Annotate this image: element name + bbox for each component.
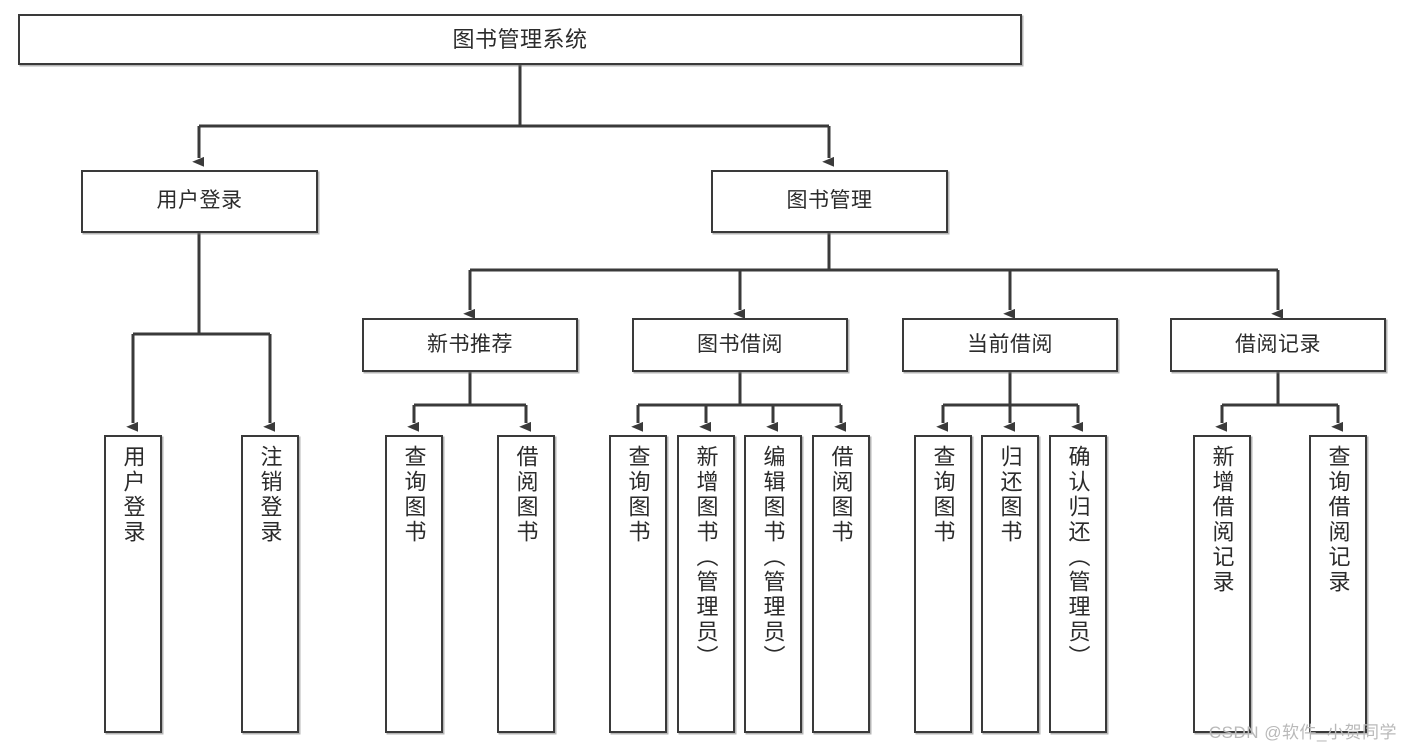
leaf-borrow-record-add-record[interactable]: 新增借阅记录	[1193, 435, 1251, 733]
leaf-new-book-borrow-book[interactable]: 借阅图书	[497, 435, 555, 733]
node-label: 借阅记录	[1235, 332, 1321, 356]
leaf-book-borrow-edit-book-admin[interactable]: 编辑图书（管理员）	[744, 435, 802, 733]
node-label: 查询图书	[930, 445, 956, 545]
leaf-user-login-login[interactable]: 用户登录	[104, 435, 162, 733]
node-label: 图书管理	[786, 189, 873, 213]
node-label: 当前借阅	[967, 332, 1053, 356]
node-new-book-recommend[interactable]: 新书推荐	[362, 318, 578, 372]
leaf-current-borrow-return-book[interactable]: 归还图书	[981, 435, 1039, 733]
node-root-book-management-system[interactable]: 图书管理系统	[18, 14, 1022, 65]
node-label: 查询借阅记录	[1325, 445, 1351, 595]
node-label: 借阅图书	[513, 445, 539, 545]
node-book-management[interactable]: 图书管理	[711, 170, 948, 233]
node-label: 查询图书	[625, 445, 651, 545]
node-label: 查询图书	[401, 445, 427, 545]
leaf-borrow-record-query-record[interactable]: 查询借阅记录	[1309, 435, 1367, 733]
node-label: 归还图书	[997, 445, 1023, 545]
leaf-user-login-logout[interactable]: 注销登录	[241, 435, 299, 733]
leaf-new-book-query-book[interactable]: 查询图书	[385, 435, 443, 733]
node-label: 图书借阅	[697, 332, 783, 356]
leaf-book-borrow-add-book-admin[interactable]: 新增图书（管理员）	[677, 435, 735, 733]
leaf-current-borrow-confirm-return-admin[interactable]: 确认归还（管理员）	[1049, 435, 1107, 733]
node-label: 图书管理系统	[452, 26, 588, 52]
leaf-book-borrow-query-book[interactable]: 查询图书	[609, 435, 667, 733]
leaf-current-borrow-query-book[interactable]: 查询图书	[914, 435, 972, 733]
node-label: 注销登录	[257, 445, 283, 545]
node-book-borrow[interactable]: 图书借阅	[632, 318, 848, 372]
node-current-borrow[interactable]: 当前借阅	[902, 318, 1118, 372]
node-label: 用户登录	[156, 189, 243, 213]
leaf-book-borrow-borrow-book[interactable]: 借阅图书	[812, 435, 870, 733]
node-label: 编辑图书（管理员）	[760, 445, 786, 670]
node-borrow-record[interactable]: 借阅记录	[1170, 318, 1386, 372]
node-label: 新增图书（管理员）	[693, 445, 719, 670]
node-label: 新书推荐	[427, 332, 513, 356]
watermark-text: CSDN @软件_小贺同学	[1208, 723, 1397, 742]
node-label: 借阅图书	[828, 445, 854, 545]
node-user-login[interactable]: 用户登录	[81, 170, 318, 233]
node-label: 用户登录	[120, 445, 146, 545]
node-label: 新增借阅记录	[1209, 445, 1235, 595]
node-label: 确认归还（管理员）	[1065, 445, 1091, 670]
